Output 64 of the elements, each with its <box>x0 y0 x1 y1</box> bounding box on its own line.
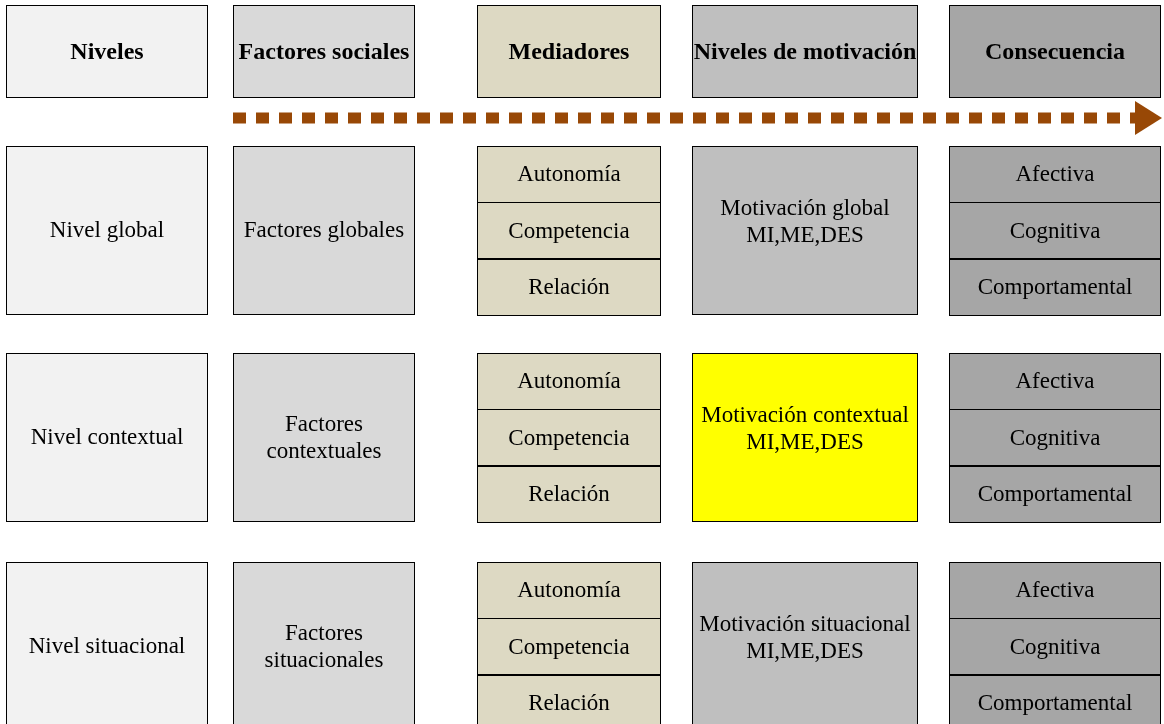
box-label: Relación <box>528 273 610 301</box>
header-box <box>477 5 661 98</box>
motivation-box <box>692 146 918 315</box>
header-box <box>6 5 208 98</box>
header-box <box>233 5 415 98</box>
box-label: Comportamental <box>977 480 1133 508</box>
box-label: Relación <box>528 480 610 508</box>
box-label: Motivación contextual MI,ME,DES <box>700 402 910 455</box>
consequence-box <box>949 353 1161 410</box>
box-label: Cognitiva <box>1009 633 1101 660</box>
box-label: Factores globales <box>243 217 405 244</box>
box-label: Cognitiva <box>1009 217 1101 244</box>
mediator-box <box>477 146 661 203</box>
level-box <box>6 562 208 724</box>
mediator-box <box>477 258 661 316</box>
mediator-box <box>477 465 661 523</box>
level-box <box>6 146 208 315</box>
header-box <box>949 5 1161 98</box>
box-label: Afectiva <box>1015 161 1095 188</box>
box-label: Autonomía <box>517 577 621 604</box>
box-label: Nivel contextual <box>30 424 184 451</box>
box-label: Motivación global MI,ME,DES <box>719 195 891 248</box>
column-header: Niveles de motivación <box>693 38 917 65</box>
box-label: Factores contextuales <box>265 411 383 464</box>
factor-box <box>233 146 415 315</box>
box-label: Factores situacionales <box>263 620 385 673</box>
consequence-box <box>949 465 1161 523</box>
motivation-box <box>692 562 918 724</box>
mediator-box <box>477 562 661 619</box>
level-box <box>6 353 208 522</box>
mediator-box <box>477 674 661 724</box>
factor-box <box>233 353 415 522</box>
column-header: Factores sociales <box>238 38 410 65</box>
box-label: Afectiva <box>1015 577 1095 604</box>
box-label: Nivel situacional <box>28 633 186 660</box>
box-label: Motivación situacional MI,ME,DES <box>698 611 912 664</box>
box-label: Autonomía <box>517 161 621 188</box>
consequence-box <box>949 562 1161 619</box>
header-box <box>692 5 918 98</box>
mediator-box <box>477 618 661 676</box>
consequence-box <box>949 258 1161 316</box>
box-label: Relación <box>528 689 610 717</box>
consequence-box <box>949 146 1161 203</box>
consequence-box <box>949 202 1161 260</box>
box-label: Autonomía <box>517 368 621 395</box>
box-label: Afectiva <box>1015 368 1095 395</box>
box-label: Competencia <box>508 424 630 451</box>
mediator-box <box>477 409 661 467</box>
box-label: Competencia <box>508 633 630 660</box>
column-header: Niveles <box>70 38 144 65</box>
box-label: Comportamental <box>977 273 1133 301</box>
column-header: Mediadores <box>508 38 630 65</box>
mediator-box <box>477 353 661 410</box>
box-label: Nivel global <box>49 217 165 244</box>
box-label: Cognitiva <box>1009 424 1101 451</box>
consequence-box <box>949 618 1161 676</box>
consequence-box <box>949 674 1161 724</box>
mediator-box <box>477 202 661 260</box>
box-label: Competencia <box>508 217 630 244</box>
motivation-box <box>692 353 918 522</box>
column-header: Consecuencia <box>985 38 1125 65</box>
box-label: Comportamental <box>977 689 1133 717</box>
factor-box <box>233 562 415 724</box>
consequence-box <box>949 409 1161 467</box>
